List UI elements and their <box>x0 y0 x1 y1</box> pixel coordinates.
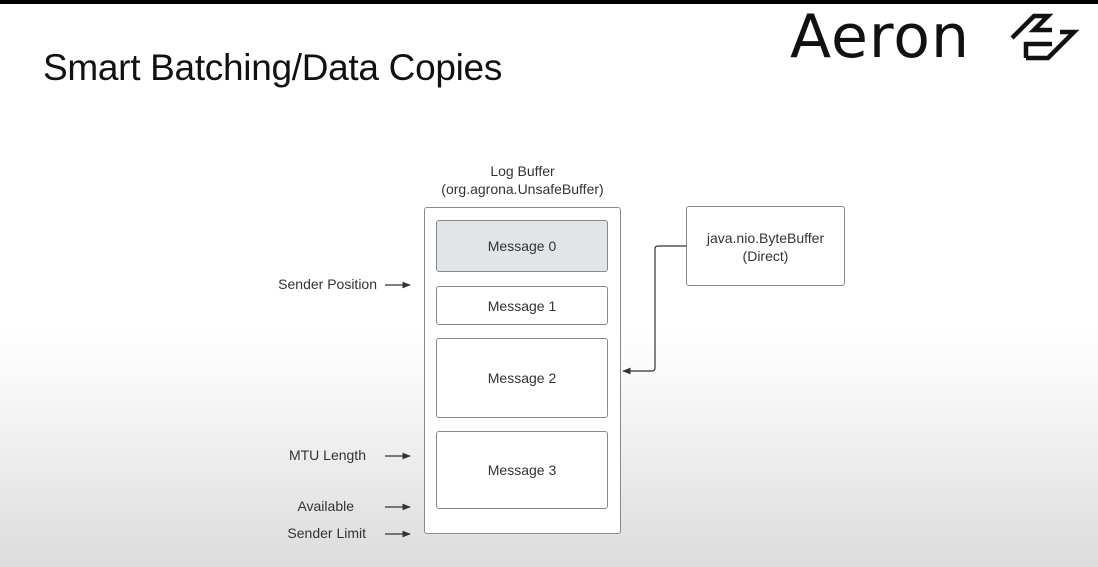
log-buffer-class: (org.agrona.UnsafeBuffer) <box>441 181 604 197</box>
byte-buffer-to-message-2-arrow <box>622 245 686 375</box>
byte-buffer-class: java.nio.ByteBuffer <box>706 230 825 246</box>
message-2-box: Message 2 <box>436 338 608 418</box>
sender-limit-label: Sender Limit <box>287 525 366 541</box>
message-3-box: Message 3 <box>436 431 608 509</box>
mtu-length-label: MTU Length <box>288 447 366 463</box>
aeron-logo: Aeron <box>790 2 1090 72</box>
top-bar <box>0 0 1098 4</box>
message-0-box: Message 0 <box>436 220 608 272</box>
byte-buffer-box: java.nio.ByteBuffer (Direct) <box>686 206 845 286</box>
slide-title: Smart Batching/Data Copies <box>43 47 503 88</box>
log-buffer-caption: Log Buffer (org.agrona.UnsafeBuffer) <box>420 162 625 198</box>
available-label: Available <box>297 498 354 514</box>
log-buffer-title: Log Buffer <box>490 163 555 179</box>
aeron-logo-icon <box>1010 13 1080 61</box>
logo-wordmark: Aeron <box>790 2 970 72</box>
byte-buffer-kind: (Direct) <box>742 248 789 264</box>
message-1-box: Message 1 <box>436 286 608 325</box>
sender-position-label: Sender Position <box>278 276 377 292</box>
